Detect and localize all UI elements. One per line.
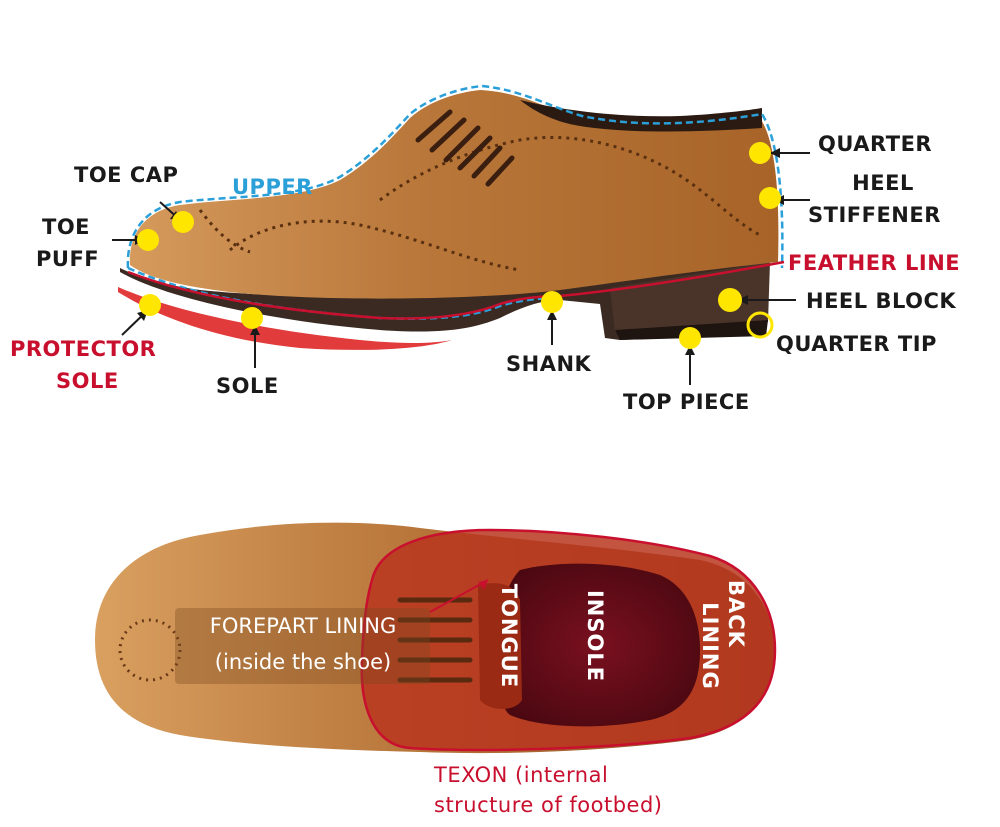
toe-medallion <box>118 618 182 682</box>
label-top-piece: TOP PIECE <box>623 390 750 414</box>
toe-cap-stitch <box>198 209 251 254</box>
label-tongue: TONGUE <box>497 583 521 689</box>
texon-outline <box>360 528 777 752</box>
label-texon-1: TEXON (internal <box>434 763 609 787</box>
marker-top-piece <box>679 327 701 349</box>
label-forepart-lining: FOREPART LINING <box>209 614 397 638</box>
upper-leather <box>129 90 779 299</box>
forepart-arrow <box>429 579 489 613</box>
sole-shape <box>120 262 770 340</box>
marker-shank <box>541 291 563 313</box>
feather-line <box>127 260 785 320</box>
tongue-shape <box>478 583 522 709</box>
wingtip-stitch <box>229 219 521 272</box>
laces <box>415 109 515 187</box>
markers <box>137 142 781 349</box>
top-view-shoe <box>95 522 777 754</box>
label-heel-stiffener-2: STIFFENER <box>808 203 941 227</box>
quarter-stitch <box>379 136 761 237</box>
label-quarter-tip: QUARTER TIP <box>776 332 937 356</box>
label-texon-2: structure of footbed) <box>434 793 663 817</box>
heel-block-shape <box>610 262 770 332</box>
label-heel-stiffener-1: HEEL <box>852 171 914 195</box>
protector-sole-strip <box>118 287 452 350</box>
label-toe-cap: TOE CAP <box>74 163 179 187</box>
label-protector-sole-2: SOLE <box>56 369 119 393</box>
label-protector-sole-1: PROTECTOR <box>10 337 157 361</box>
label-back-lining-2: LINING <box>698 602 722 690</box>
insole-shape <box>496 563 700 727</box>
marker-toe-cap <box>172 211 194 233</box>
collar-opening <box>520 100 762 132</box>
marker-heel-block <box>718 288 742 312</box>
label-forepart-note: (inside the shoe) <box>214 650 392 674</box>
marker-protector-sole <box>139 294 161 316</box>
label-back-lining-1: BACK <box>724 580 748 648</box>
top-laces <box>397 597 473 683</box>
side-view-shoe <box>118 84 785 350</box>
label-shank: SHANK <box>506 352 592 376</box>
marker-sole <box>241 307 263 329</box>
marker-heel-stiffener <box>759 187 781 209</box>
label-feather-line: FEATHER LINE <box>788 251 961 275</box>
marker-toe-puff <box>137 229 159 251</box>
label-heel-block: HEEL BLOCK <box>806 289 957 313</box>
label-insole: INSOLE <box>583 589 607 683</box>
label-quarter: QUARTER <box>818 132 933 156</box>
marker-quarter-tip <box>746 311 774 339</box>
marker-quarter <box>749 142 771 164</box>
forepart-label-backdrop <box>175 608 430 684</box>
label-upper: UPPER <box>232 175 313 199</box>
label-sole: SOLE <box>216 374 279 398</box>
upper-dashed-outline <box>126 84 784 269</box>
label-toe-puff-1: TOE <box>42 215 91 239</box>
label-toe-puff-2: PUFF <box>36 247 100 271</box>
